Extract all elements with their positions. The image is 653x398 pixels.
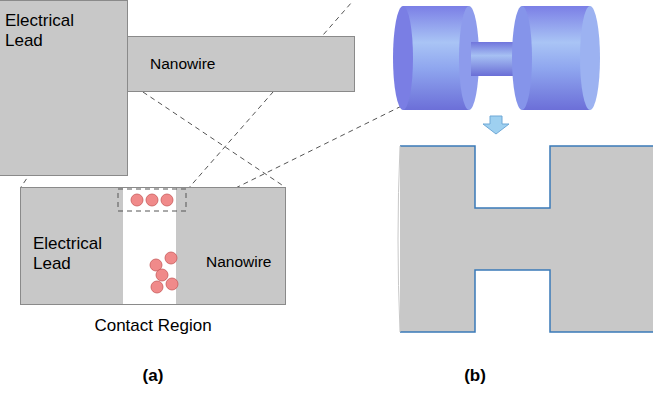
cross-section [398,146,653,332]
down-arrow [483,116,509,134]
part-label: Electrical Lead [33,234,119,274]
panel-label: (b) [464,366,486,386]
nanowire-block: Nanowire [176,188,285,304]
cylinder-model [393,6,600,110]
region-caption: Contact Region [21,316,285,336]
part-label: Nanowire [150,54,354,74]
part-label: Nanowire [206,252,285,272]
part-label: Electrical Lead [5,11,105,51]
lead-block: Electrical Lead [0,0,128,176]
panel-label: (a) [143,366,164,386]
nanowire-block: Nanowire [127,36,355,92]
lead-block: Electrical Lead [21,188,123,304]
contact-region-box: Contact RegionElectrical LeadNanowire [20,187,286,305]
